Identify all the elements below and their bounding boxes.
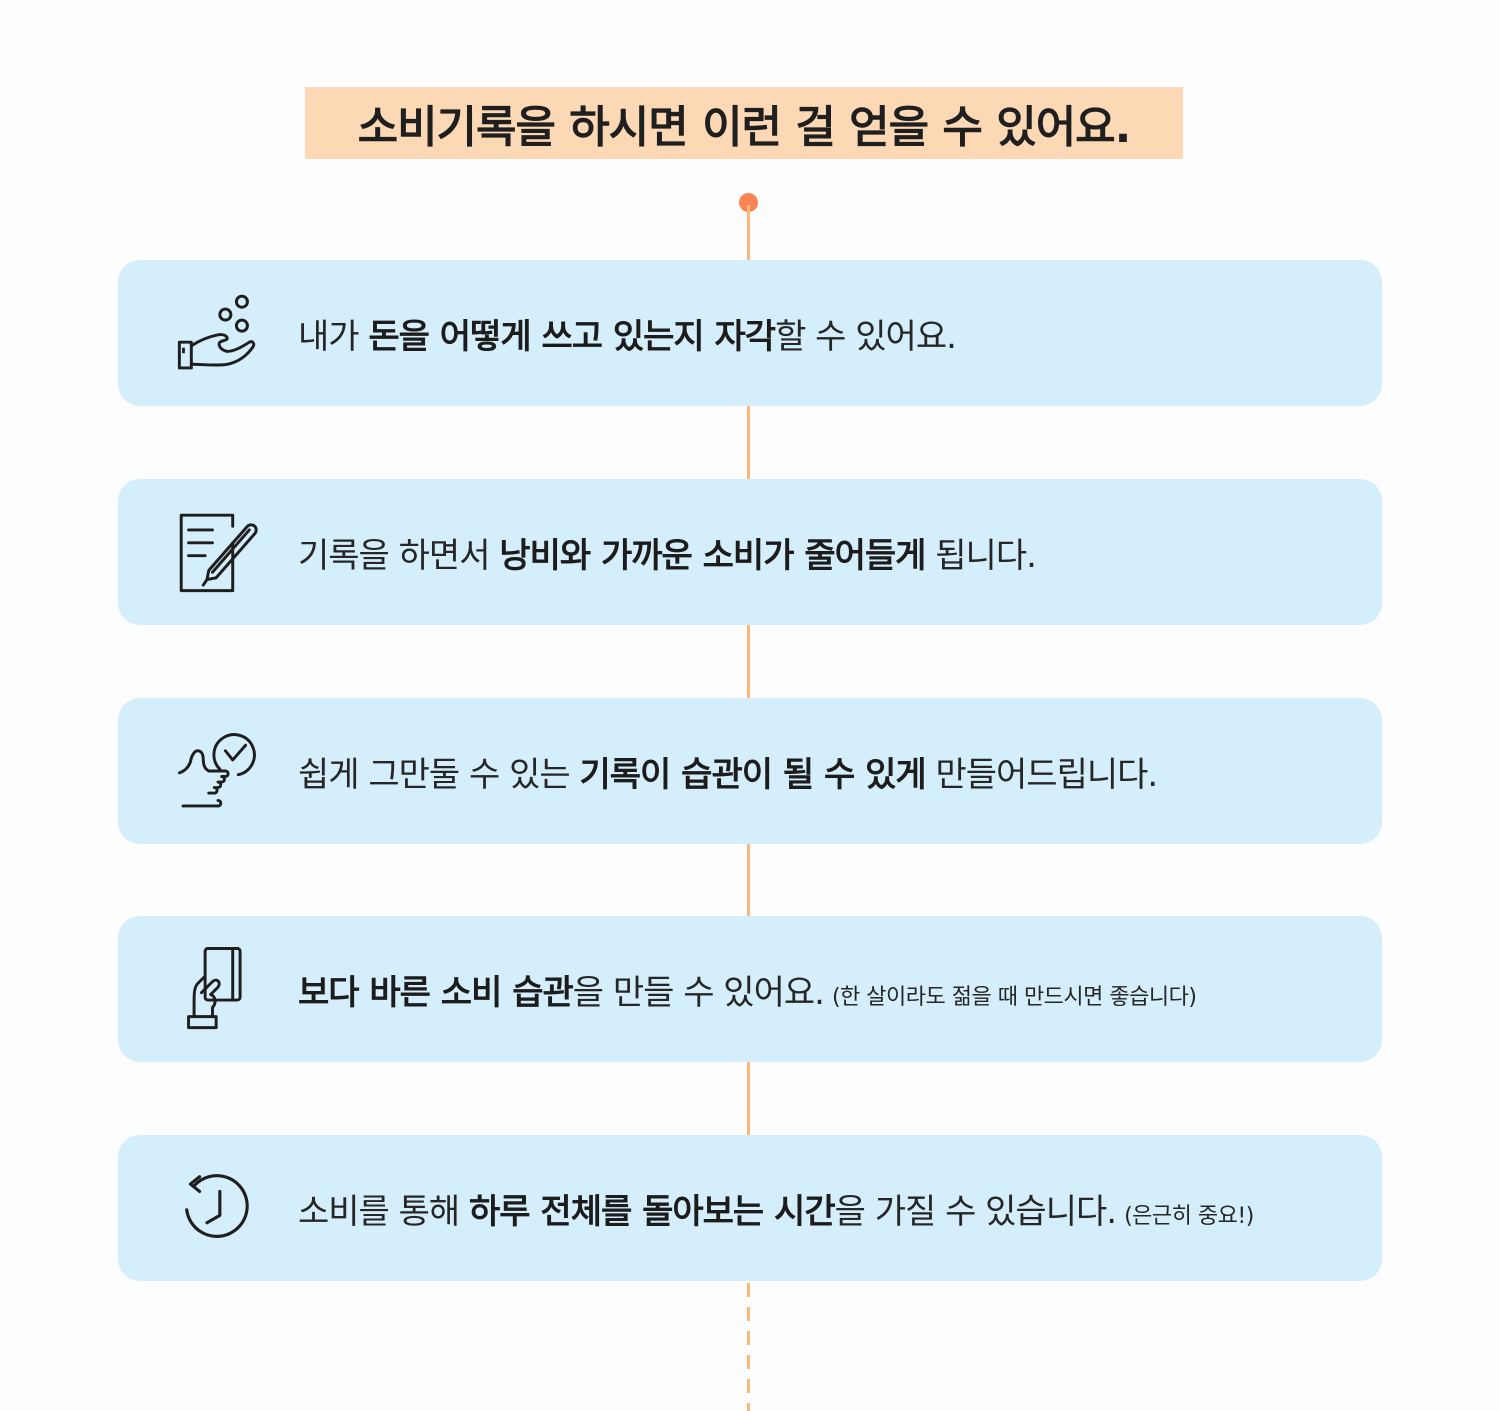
text-emphasis: 하루 전체를 돌아보는 시간 (469, 1191, 836, 1232)
benefit-text: 쉽게 그만둘 수 있는 기록이 습관이 될 수 있게 만들어드립니다. (298, 747, 1158, 796)
benefit-card-spending-habit: 보다 바른 소비 습관을 만들 수 있어요.(한 살이라도 젊을 때 만드시면 … (118, 916, 1382, 1062)
benefit-text: 소비를 통해 하루 전체를 돌아보는 시간을 가질 수 있습니다. (은근히 중요… (298, 1184, 1254, 1233)
text-segment: 을 만들 수 있어요. (572, 972, 825, 1013)
clock-history-icon (168, 1158, 268, 1258)
text-segment: 기록을 하면서 (298, 535, 500, 576)
text-segment: 쉽게 그만둘 수 있는 (298, 754, 580, 795)
side-note: (한 살이라도 젊을 때 만드시면 좋습니다) (831, 984, 1197, 1010)
hand-card-icon (168, 939, 268, 1039)
side-note: (은근히 중요!) (1124, 1203, 1254, 1229)
timeline-connector (747, 625, 750, 699)
benefit-text: 보다 바른 소비 습관을 만들 수 있어요.(한 살이라도 젊을 때 만드시면 … (298, 965, 1197, 1014)
text-segment: 내가 (298, 316, 369, 357)
benefit-card-habit: 쉽게 그만둘 수 있는 기록이 습관이 될 수 있게 만들어드립니다. (118, 698, 1382, 844)
timeline-connector (747, 843, 750, 917)
benefit-text: 기록을 하면서 낭비와 가까운 소비가 줄어들게 됩니다. (298, 528, 1037, 577)
timeline-connector (747, 406, 750, 480)
title-banner: 소비기록을 하시면 이런 걸 얻을 수 있어요. (305, 87, 1183, 159)
document-pen-icon (168, 502, 268, 602)
timeline-connector (747, 1062, 750, 1136)
timeline-dashed-tail (747, 1283, 750, 1411)
text-emphasis: 낭비와 가까운 소비가 줄어들게 (499, 535, 926, 576)
benefit-text: 내가 돈을 어떻게 쓰고 있는지 자각할 수 있어요. (298, 309, 957, 358)
text-segment: 할 수 있어요. (775, 316, 957, 357)
text-emphasis: 돈을 어떻게 쓰고 있는지 자각 (368, 316, 776, 357)
text-segment: 소비를 통해 (298, 1191, 470, 1232)
benefit-card-reduce-waste: 기록을 하면서 낭비와 가까운 소비가 줄어들게 됩니다. (118, 479, 1382, 625)
page-title: 소비기록을 하시면 이런 걸 얻을 수 있어요. (357, 102, 1132, 153)
benefit-card-awareness: 내가 돈을 어떻게 쓰고 있는지 자각할 수 있어요. (118, 260, 1382, 406)
timeline-start-dot (739, 193, 758, 212)
text-segment: 만들어드립니다. (925, 754, 1158, 795)
thumbs-up-check-icon (168, 721, 268, 821)
text-segment: 됩니다. (925, 535, 1037, 576)
text-emphasis: 기록이 습관이 될 수 있게 (579, 754, 926, 795)
hand-coins-icon (168, 283, 268, 383)
timeline-connector (747, 205, 750, 261)
text-emphasis: 보다 바른 소비 습관 (298, 972, 574, 1013)
text-segment: 을 가질 수 있습니다. (834, 1191, 1117, 1232)
benefit-card-reflection: 소비를 통해 하루 전체를 돌아보는 시간을 가질 수 있습니다. (은근히 중요… (118, 1135, 1382, 1281)
